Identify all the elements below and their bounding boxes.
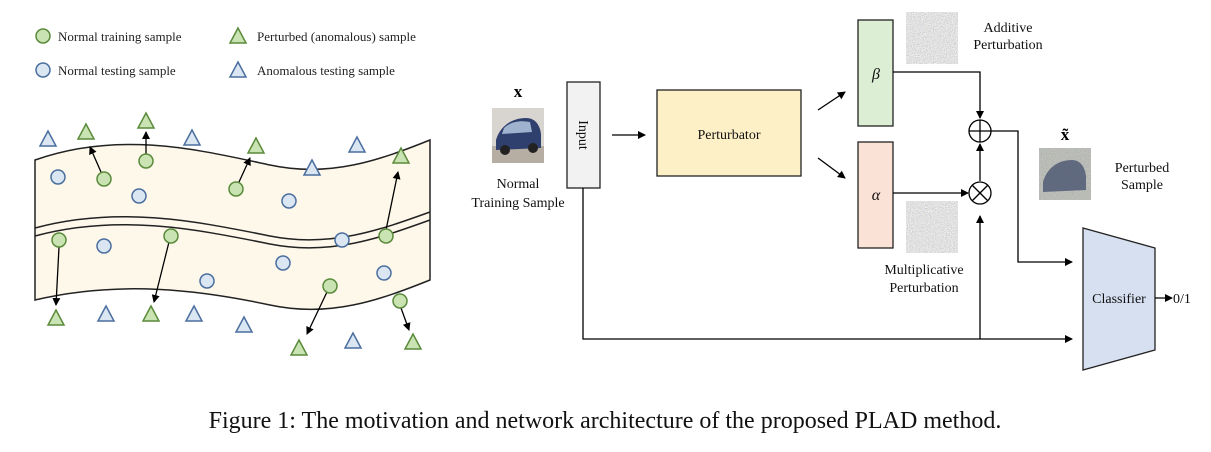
sample-points: [38, 111, 423, 356]
figure-caption: Figure 1: The motivation and network arc…: [209, 408, 1002, 434]
normal-training-point: [51, 232, 67, 248]
perturbation-arrows: [52, 131, 411, 335]
x-caption-line2: Training Sample: [471, 196, 564, 211]
perturbed-point: [136, 111, 156, 129]
legend: Normal training sample Perturbed (anomal…: [35, 26, 416, 78]
normal-testing-point: [334, 232, 350, 248]
normal-testing-point: [281, 193, 297, 209]
multiplicative-line2: Perturbation: [889, 281, 958, 296]
x-caption-line1: Normal: [497, 177, 540, 192]
input-box: [566, 81, 601, 189]
normal-testing-point: [275, 255, 291, 271]
normal-testing-point: [131, 188, 147, 204]
input-label: Input: [575, 120, 590, 150]
additive-line1: Additive: [984, 21, 1033, 36]
legend-perturbed-label: Perturbed (anomalous) sample: [257, 29, 416, 44]
legend-normal-training-label: Normal training sample: [58, 29, 182, 44]
alpha-label: α: [872, 187, 881, 204]
normal-training-point: [96, 171, 112, 187]
additive-noise-thumbnail: [906, 12, 958, 64]
anomalous-testing-point: [347, 135, 367, 153]
perturbed-point: [246, 136, 266, 154]
output-label: 0/1: [1173, 292, 1191, 307]
anomalous-testing-point: [234, 315, 254, 333]
additive-line2: Perturbation: [973, 38, 1042, 53]
perturbed-line2: Sample: [1121, 178, 1163, 193]
legend-blue-triangle-icon: [228, 60, 248, 78]
normal-testing-point: [50, 169, 66, 185]
perturbed-point: [46, 308, 66, 326]
anomalous-testing-point: [184, 304, 204, 322]
xtilde-symbol: x̃: [1061, 125, 1070, 144]
car-thumbnail: [492, 108, 544, 163]
architecture: x Normal Training Sample Input Perturbat…: [471, 12, 1191, 371]
beta-label: β: [871, 66, 880, 83]
perturbed-point: [76, 122, 96, 140]
beta-box: [857, 19, 894, 127]
legend-blue-circle-icon: [35, 62, 51, 78]
normal-training-point: [378, 228, 394, 244]
anomalous-testing-point: [38, 129, 58, 147]
perturbed-car-thumbnail: [1039, 148, 1091, 200]
legend-normal-testing-label: Normal testing sample: [58, 63, 176, 78]
normal-testing-point: [199, 273, 215, 289]
normal-training-point: [138, 153, 154, 169]
classifier-box: [1082, 227, 1156, 371]
legend-green-circle-icon: [35, 28, 51, 44]
perturbed-point: [141, 304, 161, 322]
circled-plus-icon: [968, 119, 992, 143]
normal-training-point: [163, 228, 179, 244]
normal-training-point: [392, 293, 408, 309]
anomalous-testing-point: [302, 158, 322, 176]
normal-testing-point: [96, 238, 112, 254]
anomalous-testing-point: [343, 331, 363, 349]
anomalous-testing-point: [182, 128, 202, 146]
anomalous-testing-point: [96, 304, 116, 322]
normal-training-point: [322, 278, 338, 294]
circled-times-icon: [968, 181, 992, 205]
multiplicative-noise-thumbnail: [906, 201, 958, 253]
x-symbol: x: [514, 82, 523, 101]
perturbed-point: [391, 146, 411, 164]
alpha-box: [857, 141, 894, 249]
legend-anomalous-testing-label: Anomalous testing sample: [257, 63, 395, 78]
perturbed-line1: Perturbed: [1115, 161, 1169, 176]
multiplicative-line1: Multiplicative: [884, 263, 963, 278]
classifier-label: Classifier: [1092, 292, 1146, 307]
perturbed-point: [289, 338, 309, 356]
perturbed-point: [403, 332, 423, 350]
legend-green-triangle-icon: [228, 26, 248, 44]
perturbator-label: Perturbator: [698, 128, 761, 143]
normal-training-point: [228, 181, 244, 197]
perturbator-box: [656, 89, 802, 177]
manifold-band: [34, 138, 431, 311]
normal-testing-point: [376, 265, 392, 281]
